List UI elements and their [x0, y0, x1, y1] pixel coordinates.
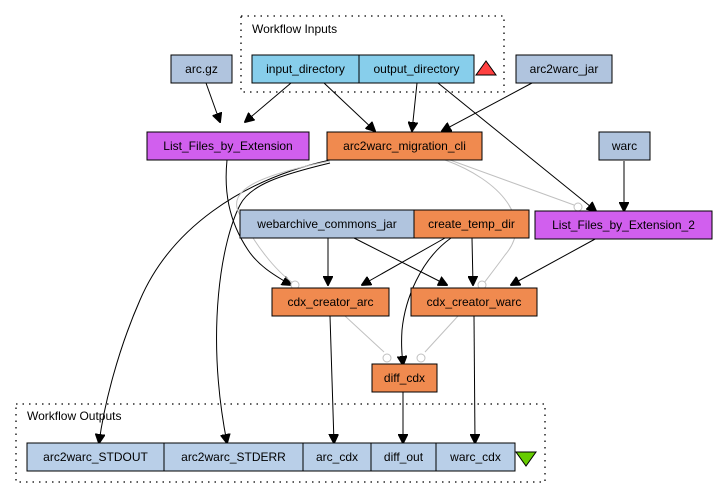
node-label: List_Files_by_Extension_2 — [552, 218, 695, 232]
node-diff-cdx[interactable]: diff_cdx — [371, 363, 438, 393]
node-box — [413, 209, 530, 239]
node-label: create_temp_dir — [428, 217, 515, 231]
node-label: arc2warc_jar — [530, 62, 599, 76]
control-cdxarc-diffcdx — [344, 315, 385, 353]
node-box — [534, 210, 713, 240]
node-label: cdx_creator_warc — [427, 295, 522, 309]
node-box — [163, 442, 304, 472]
cluster-border — [15, 403, 546, 483]
cluster-label: Workflow Inputs — [252, 22, 337, 36]
node-label: cdx_creator_arc — [287, 295, 373, 309]
control-endpoint-circle — [416, 353, 426, 363]
node-box — [515, 54, 613, 84]
node-list-files-by-extension-2[interactable]: List_Files_by_Extension_2 — [534, 210, 713, 240]
control-endpoint-circle — [573, 202, 583, 212]
edge-migration-stderr — [216, 162, 331, 443]
workflow-inputs-cluster: Workflow Inputs — [240, 15, 505, 93]
edge-migration-stdout — [99, 159, 331, 443]
node-arc-gz[interactable]: arc.gz — [170, 54, 233, 84]
edge-arcgz-listfiles — [205, 82, 220, 122]
edge-inputdir-listfiles — [245, 82, 292, 122]
node-label: warc — [611, 139, 637, 153]
node-box — [170, 54, 233, 84]
edge-outputdir-listfiles2 — [437, 82, 596, 211]
edges — [99, 82, 624, 443]
node-label: List_Files_by_Extension — [163, 139, 292, 153]
control-migration-cdxwarc — [444, 159, 517, 284]
node-warc[interactable]: warc — [598, 131, 651, 161]
node-label: output_directory — [373, 62, 459, 76]
node-label: input_directory — [266, 62, 345, 76]
node-label: diff_out — [384, 450, 424, 464]
node-label: warc_cdx — [449, 450, 501, 464]
node-label: arc2warc_migration_cli — [343, 139, 466, 153]
control-migration-listfiles2 — [449, 159, 575, 206]
node-label: arc2warc_STDERR — [181, 450, 286, 464]
node-box — [302, 442, 372, 472]
node-box — [271, 287, 390, 317]
control-endpoint-circle — [382, 353, 392, 363]
node-arc-cdx[interactable]: arc_cdx — [302, 442, 372, 472]
node-create-temp-dir[interactable]: create_temp_dir — [413, 209, 530, 239]
node-arc2warc-jar[interactable]: arc2warc_jar — [515, 54, 613, 84]
node-box — [410, 287, 538, 317]
node-box — [326, 131, 483, 161]
edge-cdxarc-arccdx — [330, 315, 334, 443]
cluster-label: Workflow Outputs — [27, 409, 121, 423]
edge-inputdir-migration — [323, 82, 375, 131]
edge-cdxwarc-warccdx — [474, 315, 475, 443]
inputs-triangle-icon — [475, 60, 497, 76]
edge-webarchive-cdxwarc — [353, 237, 447, 285]
edge-listfiles-cdxarc — [225, 159, 291, 285]
node-diff-out[interactable]: diff_out — [370, 442, 437, 472]
edge-outputdir-migration — [412, 82, 417, 131]
node-arc2warc-stdout[interactable]: arc2warc_STDOUT — [26, 442, 165, 472]
node-output-directory[interactable]: output_directory — [358, 54, 475, 84]
node-cdx-creator-warc[interactable]: cdx_creator_warc — [410, 287, 538, 317]
edge-temp-diffcdx — [402, 237, 452, 365]
node-box — [371, 363, 438, 393]
node-label: webarchive_commons_jar — [256, 217, 396, 231]
node-label: arc2warc_STDOUT — [43, 450, 148, 464]
control-cdxwarc-diffcdx — [424, 315, 459, 353]
node-arc2warc-migration-cli[interactable]: arc2warc_migration_cli — [326, 131, 483, 161]
node-box — [358, 54, 475, 84]
edge-arc2warcjar-migration — [442, 82, 533, 131]
node-box — [251, 54, 360, 84]
node-arc2warc-stderr[interactable]: arc2warc_STDERR — [163, 442, 304, 472]
node-box — [598, 131, 651, 161]
cluster-border — [240, 15, 505, 93]
node-box — [370, 442, 437, 472]
outputs-triangle-icon — [515, 451, 537, 467]
node-label: diff_cdx — [384, 371, 425, 385]
edge-listfiles2-cdxwarc — [511, 237, 598, 285]
node-label: arc_cdx — [316, 450, 358, 464]
edge-temp-cdxarc — [362, 237, 446, 285]
node-list-files-by-extension[interactable]: List_Files_by_Extension — [146, 131, 310, 161]
node-box — [435, 442, 516, 472]
node-label: arc.gz — [185, 62, 218, 76]
node-input-directory[interactable]: input_directory — [251, 54, 360, 84]
node-webarchive-commons-jar[interactable]: webarchive_commons_jar — [239, 209, 415, 239]
edge-temp-cdxwarc — [472, 237, 473, 285]
node-warc-cdx[interactable]: warc_cdx — [435, 442, 516, 472]
node-box — [146, 131, 310, 161]
workflow-outputs-cluster: Workflow Outputs — [15, 403, 546, 483]
node-cdx-creator-arc[interactable]: cdx_creator_arc — [271, 287, 390, 317]
